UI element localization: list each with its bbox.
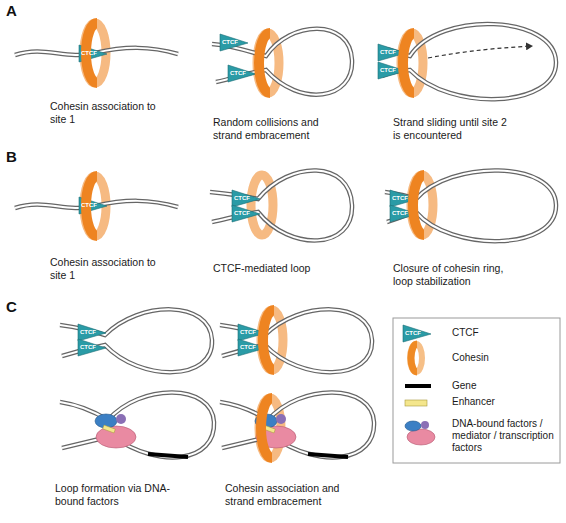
panel-letter: B (6, 148, 17, 165)
panel-letter: C (6, 298, 17, 315)
legend-swatch (405, 384, 431, 388)
legend-text: Gene (452, 380, 556, 392)
legend-text: Cohesin (452, 352, 556, 364)
step-caption: Cohesin association to site 1 (50, 256, 168, 282)
ctcf-label: CTCF (392, 195, 408, 201)
legend-frame (393, 318, 560, 463)
legend-swatches (403, 325, 431, 406)
ctcf-label: CTCF (80, 329, 96, 335)
step-caption: Strand sliding until site 2 is encounter… (393, 116, 511, 142)
ctcf-label: CTCF (81, 202, 97, 208)
panel-c-art (60, 309, 374, 458)
ctcf-label: CTCF (80, 344, 96, 350)
legend-text: CTCF (452, 327, 556, 339)
step-caption: Random collisions and strand embracement (213, 116, 331, 142)
step-caption: Loop formation via DNA-bound factors (55, 482, 173, 508)
step-caption: Cohesin association and strand embraceme… (225, 482, 343, 508)
ctcf-label: CTCF (234, 195, 250, 201)
legend-text: Enhancer (452, 396, 556, 408)
panel-letter: A (6, 2, 17, 19)
ctcf-label: CTCF (240, 329, 256, 335)
step-caption: Cohesin association to site 1 (50, 100, 168, 126)
legend-text: DNA-bound factors / mediator / transcrip… (452, 418, 556, 455)
ctcf-label: CTCF (240, 344, 256, 350)
step-caption: CTCF-mediated loop (213, 262, 331, 275)
legend-swatch (405, 400, 427, 406)
ctcf-label: CTCF (392, 210, 408, 216)
ctcf-label: CTCF (230, 70, 246, 76)
legend-swatch (410, 344, 422, 372)
ctcf-label: CTCF (380, 67, 396, 73)
ctcf-label: CTCF (234, 210, 250, 216)
ctcf-label: CTCF (405, 330, 421, 336)
ctcf-label: CTCF (222, 39, 238, 45)
ctcf-label: CTCF (81, 50, 97, 56)
ctcf-label: CTCF (380, 49, 396, 55)
step-caption: Closure of cohesin ring, loop stabilizat… (393, 262, 511, 288)
panel-b-art (15, 170, 556, 241)
legend-swatch (403, 325, 431, 342)
panel-a-art (15, 23, 556, 99)
